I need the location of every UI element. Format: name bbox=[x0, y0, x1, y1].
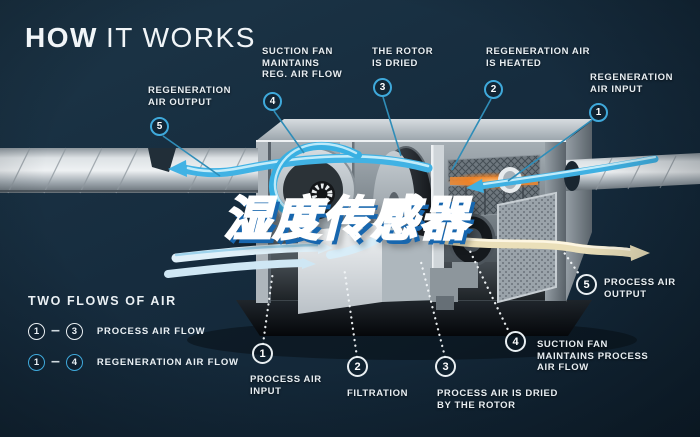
callout-filtration: FILTRATION bbox=[347, 388, 409, 399]
legend-label: REGENERATION AIR FLOW bbox=[96, 356, 239, 368]
callout-process-air-dried: PROCESS AIR IS DRIED BY THE ROTOR bbox=[437, 388, 558, 411]
callout-regen-air-input: REGENERATION AIR INPUT bbox=[590, 72, 674, 95]
step-circle-process-5: 5 bbox=[576, 274, 597, 295]
callout-regen-air-output: REGENERATION AIR OUTPUT bbox=[148, 85, 232, 108]
legend-heading: TWO FLOWS OF AIR bbox=[28, 294, 177, 308]
legend-circle-from: 1 bbox=[28, 322, 45, 340]
step-circle-process-3: 3 bbox=[435, 356, 456, 377]
callout-process-air-output: PROCESS AIR OUTPUT bbox=[604, 277, 676, 300]
step-circle-regen-5: 5 bbox=[150, 117, 169, 136]
title-light: IT WORKS bbox=[105, 22, 256, 53]
legend-circle-to: 4 bbox=[65, 353, 83, 371]
callout-process-air-input: PROCESS AIR INPUT bbox=[250, 374, 322, 397]
legend-circle-from: 1 bbox=[28, 353, 45, 371]
step-circle-process-2: 2 bbox=[347, 356, 368, 377]
step-circle-process-1: 1 bbox=[252, 343, 273, 364]
watermark-text: 湿度传感器 bbox=[223, 191, 469, 246]
legend-two-flows: TWO FLOWS OF AIR 1 – 3 PROCESS AIR FLOW … bbox=[28, 294, 239, 384]
callout-regen-air-heated: REGENERATION AIR IS HEATED bbox=[486, 46, 591, 69]
legend-circle-to: 3 bbox=[65, 322, 83, 340]
title-bold: HOW bbox=[25, 22, 98, 53]
legend-row-process: 1 – 3 PROCESS AIR FLOW bbox=[28, 322, 239, 340]
callout-suction-fan-process: SUCTION FAN MAINTAINS PROCESS AIR FLOW bbox=[537, 339, 649, 373]
legend-range-dash: – bbox=[51, 322, 60, 339]
callout-suction-fan-regen: SUCTION FAN MAINTAINS REG. AIR FLOW bbox=[262, 46, 343, 80]
legend-label: PROCESS AIR FLOW bbox=[96, 325, 206, 337]
step-circle-process-4: 4 bbox=[505, 331, 526, 352]
step-circle-regen-1: 1 bbox=[589, 103, 608, 122]
step-circle-regen-4: 4 bbox=[263, 92, 282, 111]
callout-rotor-dried: THE ROTOR IS DRIED bbox=[372, 46, 434, 69]
legend-range-dash: – bbox=[51, 353, 60, 370]
step-circle-regen-2: 2 bbox=[484, 80, 503, 99]
step-circle-regen-3: 3 bbox=[373, 78, 392, 97]
legend-row-regeneration: 1 – 4 REGENERATION AIR FLOW bbox=[28, 353, 239, 371]
